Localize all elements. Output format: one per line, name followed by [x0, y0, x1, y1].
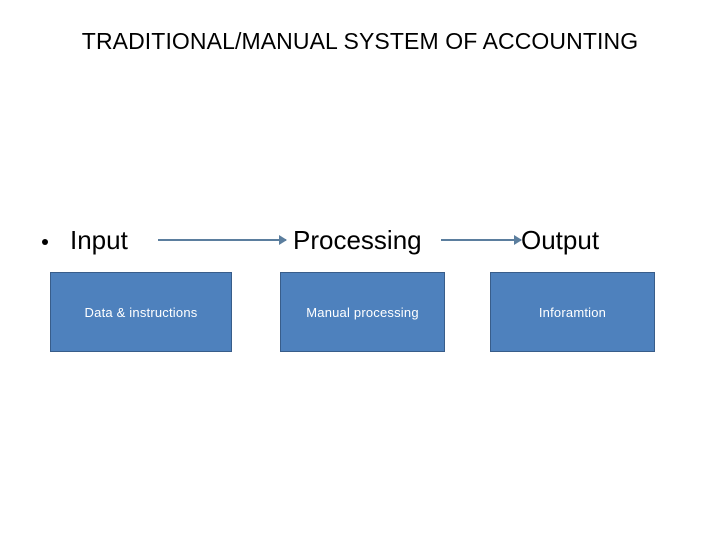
- process-box-input: Data & instructions: [50, 272, 232, 352]
- connector-arrowhead: [514, 235, 522, 245]
- flow-stage-label-processing: Processing: [293, 225, 422, 255]
- process-box-output: Inforamtion: [490, 272, 655, 352]
- connector-arrowhead: [279, 235, 287, 245]
- connector-shaft: [441, 239, 521, 241]
- flow-stage-label-input: Input: [70, 225, 128, 255]
- process-box-label: Inforamtion: [538, 304, 607, 320]
- arrow-right-icon-processing-to-output: [441, 234, 522, 246]
- flow-stage-label-output: Output: [521, 225, 600, 255]
- flow-label-row: Input Processing Output: [0, 222, 720, 262]
- process-box-label: Data & instructions: [84, 304, 198, 320]
- connector-shaft: [158, 239, 286, 241]
- process-box-processing: Manual processing: [280, 272, 445, 352]
- arrow-right-icon-input-to-processing: [158, 234, 287, 246]
- bullet-icon: [42, 239, 48, 245]
- process-box-label: Manual processing: [306, 304, 419, 320]
- page-title: TRADITIONAL/MANUAL SYSTEM OF ACCOUNTING: [81, 28, 639, 54]
